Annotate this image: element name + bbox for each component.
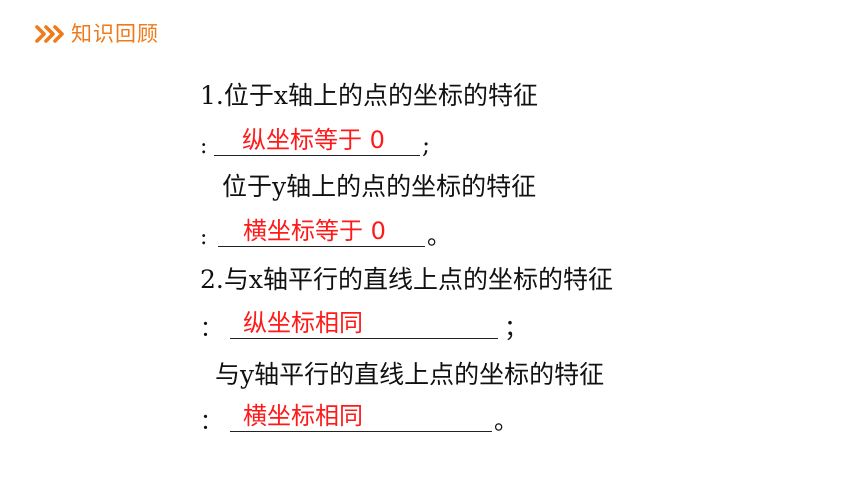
colon: ： [200, 317, 223, 342]
punctuation: ; [422, 131, 431, 159]
question-1-answer: 纵坐标等于 0 [242, 126, 385, 154]
question-2-prompt: 位于y轴上的点的坐标的特征 [222, 172, 537, 201]
answer-blank-line [230, 338, 498, 339]
punctuation: ； [504, 314, 528, 342]
question-4-prompt: 与y轴平行的直线上点的坐标的特征 [215, 360, 605, 389]
answer-blank-line [214, 155, 420, 156]
question-3-prompt: 2.与x轴平行的直线上点的坐标的特征 [200, 265, 613, 294]
colon: : [200, 225, 208, 250]
section-title: 知识回顾 [71, 21, 159, 46]
answer-blank-line [218, 246, 425, 247]
question-3-answer: 纵坐标相同 [243, 309, 363, 337]
question-2-answer: 横坐标等于 0 [243, 217, 386, 245]
double-chevron-right-icon [35, 24, 65, 44]
answer-blank-line [230, 431, 492, 432]
punctuation: 。 [427, 222, 451, 250]
colon: ： [200, 410, 223, 435]
punctuation: 。 [494, 407, 518, 435]
question-1-prompt: 1.位于x轴上的点的坐标的特征 [200, 81, 538, 110]
question-4-answer: 横坐标相同 [243, 402, 363, 430]
colon: : [200, 134, 208, 159]
section-header: 知识回顾 [35, 18, 159, 50]
